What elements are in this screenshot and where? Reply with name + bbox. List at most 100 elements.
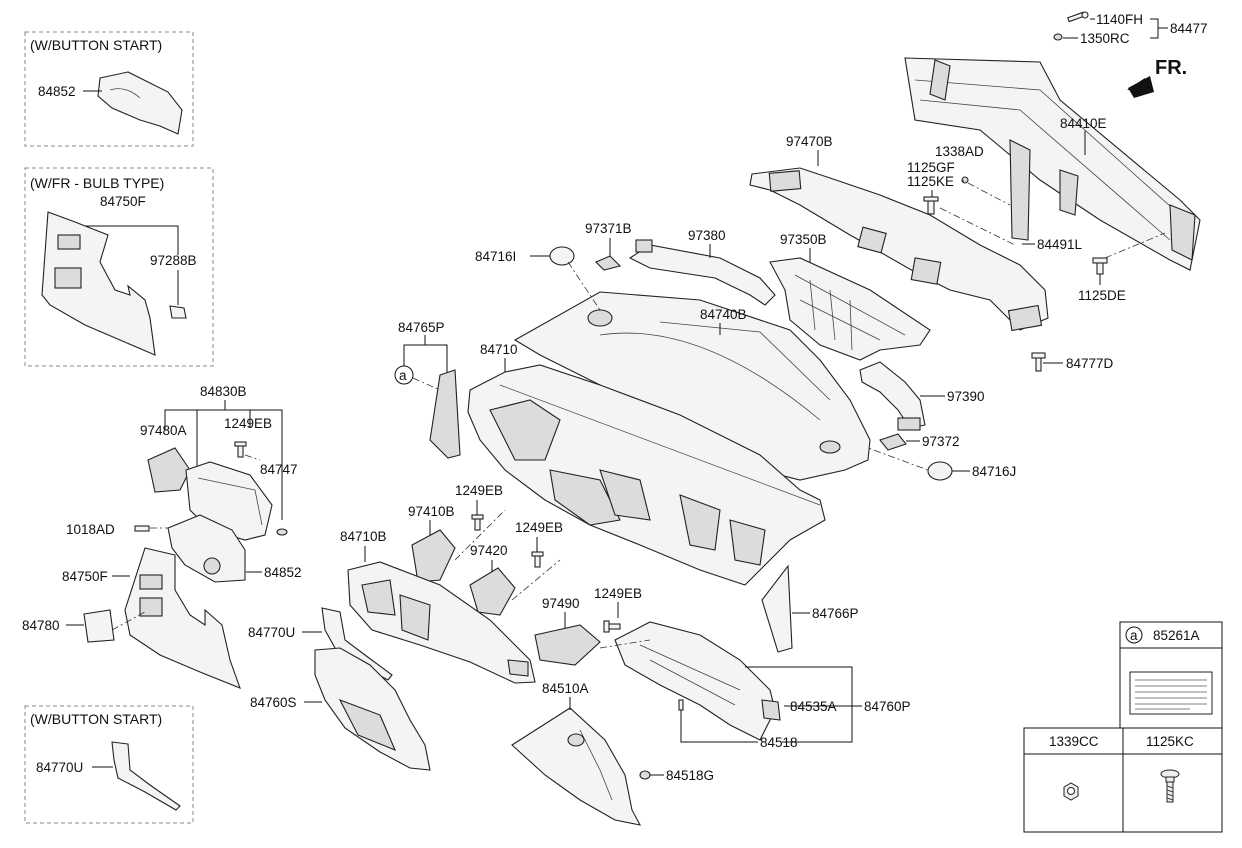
callout-1249eb-a: 1249EB [224,416,272,431]
callout-1125de: 1125DE [1078,288,1126,303]
caution-label-image [1129,671,1213,715]
center-duct-97350b [769,257,931,361]
vent-97490 [534,624,601,666]
callout-84760s: 84760S [250,695,297,710]
vent-97480a [147,447,191,493]
callout-84770u-main: 84770U [248,625,295,640]
callout-84716i: 84716I [475,249,516,264]
lower-cover-84852 [167,514,246,583]
inset-title: (W/BUTTON START) [30,711,162,727]
callout-97470b: 97470B [786,134,833,149]
screw-1249eb-c [531,551,544,568]
nut-1350rc: 1350RC [1053,31,1130,46]
speaker-cap-84716j [927,461,953,481]
callout-1249eb-b: 1249EB [455,483,503,498]
callout-84830b: 84830B [200,384,247,399]
table-ref-marker: a [1130,628,1138,643]
vent-97371b [595,255,622,271]
callout-1249eb-d: 1249EB [594,586,642,601]
side-duct-97380 [628,239,776,306]
vent-97420 [469,567,516,616]
svg-text:a: a [399,368,407,383]
front-direction-arrow: FR. [1127,57,1187,98]
inset-title: (W/FR - BULB TYPE) [30,175,164,191]
crash-pad-main-84710 [467,364,826,586]
defroster-duct-97470b [749,167,1049,332]
callout-84770u-inset: 84770U [36,760,83,775]
inset-fr-bulb-type: (W/FR - BULB TYPE) 84750F 97288B [24,167,214,367]
callout-97350b: 97350B [780,232,827,247]
callout-84765p: 84765P [398,320,445,335]
callout-84747: 84747 [260,462,298,477]
callout-84477: 84477 [1170,21,1208,36]
clip-84747 [276,528,288,536]
bolt-1140fh: 1140FH [1067,11,1143,27]
callout-1125gf: 1125GF [907,160,955,175]
callout-84777d: 84777D [1066,356,1114,371]
table-label-code: 85261A [1153,628,1200,643]
callout-1338ad: 1338AD [935,144,984,159]
callout-84710: 84710 [480,342,518,357]
cowl-cross-bar [904,57,1201,271]
callout-1350rc: 1350RC [1080,31,1130,46]
side-duct-97390 [859,361,926,431]
glovebox-housing-84760p [614,621,781,741]
lower-panel-84760s [314,647,431,771]
vent-97372 [879,433,907,451]
glovebox-84510a [511,707,642,826]
crash-pad-upper-84740b [513,291,871,481]
parts-table: a 85261A 1339CC 1125KC [1023,621,1223,833]
callout-84750f-main: 84750F [62,569,108,584]
callout-1018ad: 1018AD [66,522,115,537]
speaker-cap-84716i [549,246,575,266]
callout-97380: 97380 [688,228,726,243]
nut-1339cc-icon [1063,782,1079,801]
inset-button-start-bottom: (W/BUTTON START) 84770U [24,705,194,824]
lower-panel-84750f [124,547,241,689]
bolt-1125ke [923,196,939,215]
callout-97490: 97490 [542,596,580,611]
trim-84770u [321,607,393,681]
callout-84535a: 84535A [790,699,837,714]
fr-label: FR. [1155,57,1187,79]
bolt-1125kc-icon [1160,769,1180,803]
center-fascia-84710b [347,561,536,684]
callout-84410e: 84410E [1060,116,1107,131]
bolt-84777d [1031,352,1046,372]
callout-1249eb-c: 1249EB [515,520,563,535]
callout-84852-top: 84852 [38,84,76,99]
table-header-1339cc: 1339CC [1049,734,1099,749]
callout-97420: 97420 [470,543,508,558]
callout-84716j: 84716J [972,464,1016,479]
table-header-1125kc: 1125KC [1146,734,1194,749]
screw-84518 [678,699,684,711]
vent-97410b [411,529,456,583]
callout-84740b: 84740B [700,307,747,322]
callout-84510a: 84510A [542,681,589,696]
callout-1125ke: 1125KE [907,174,954,189]
callout-84750f-inset: 84750F [100,194,146,209]
callout-97371b: 97371B [585,221,632,236]
callout-97410b: 97410B [408,504,455,519]
bumper-84518g [639,770,651,780]
side-cover-84765p [429,369,461,459]
callout-84518g: 84518G [666,768,714,783]
screw-1249eb-d [603,620,621,633]
callout-97372: 97372 [922,434,960,449]
screw-1018ad [134,525,150,532]
inset-button-start-top: (W/BUTTON START) 84852 [24,31,194,147]
callout-97288b: 97288B [150,253,197,268]
screw-1249eb-a [234,441,247,458]
screw-1249eb-b [471,514,484,531]
bolt-1125de [1092,257,1108,275]
callout-84710b: 84710B [340,529,387,544]
inset-title: (W/BUTTON START) [30,37,162,53]
callout-84760p: 84760P [864,699,911,714]
callout-97390: 97390 [947,389,985,404]
callout-84518: 84518 [760,735,798,750]
callout-1140fh: 1140FH [1096,12,1143,27]
callout-84491l: 84491L [1037,237,1083,252]
callout-84780: 84780 [22,618,60,633]
cover-84780 [83,609,115,643]
